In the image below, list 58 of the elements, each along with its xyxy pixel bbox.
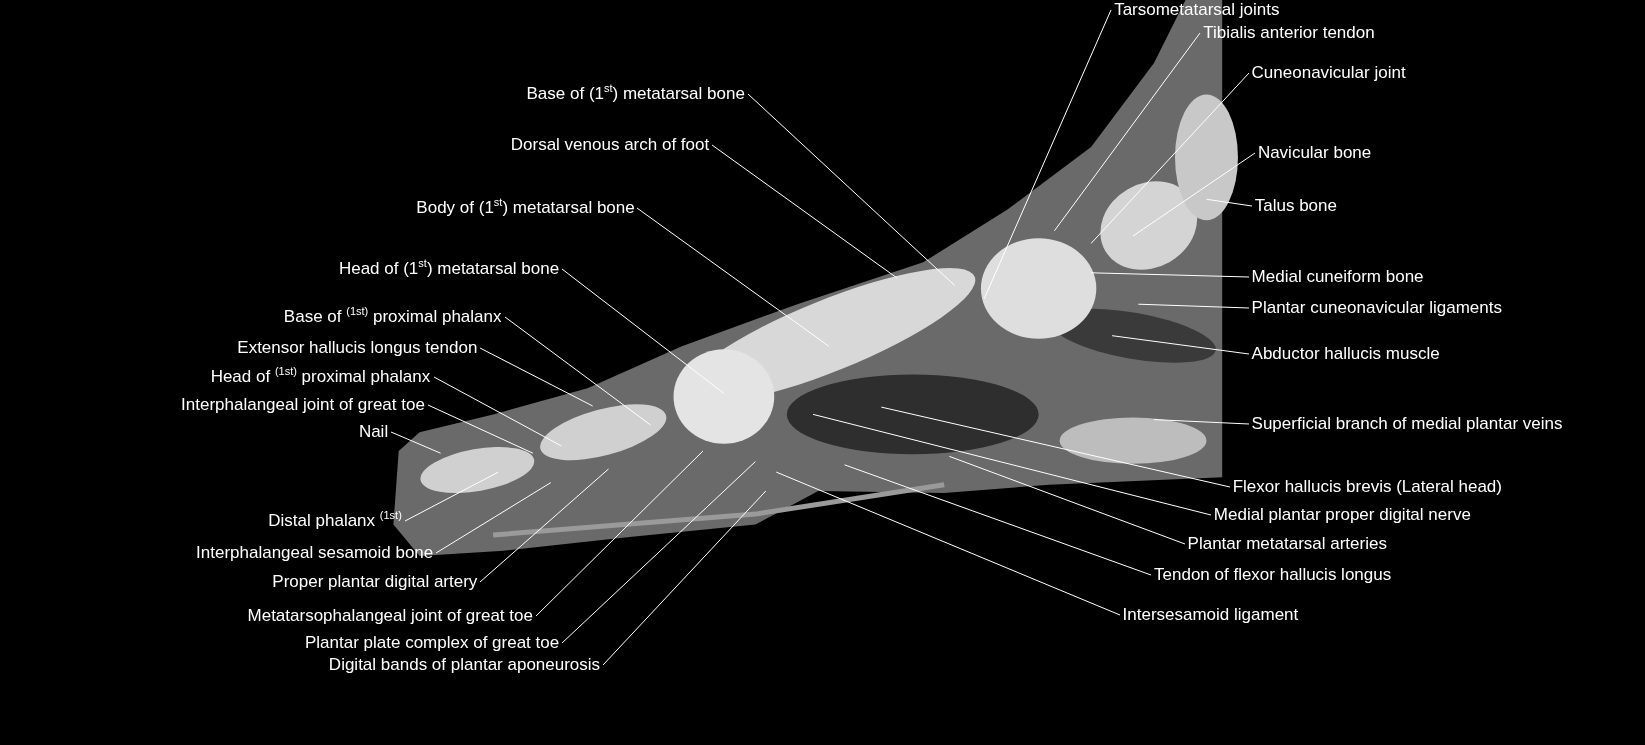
leader-line bbox=[948, 455, 1186, 545]
callout-label: Tarsometatarsal joints bbox=[1114, 0, 1280, 21]
callout-label: Base of $^{(1st)}$ proximal phalanx bbox=[283, 306, 502, 327]
leader-line bbox=[636, 207, 830, 347]
callout-label: Head of $^{(1st)}$ proximal phalanx bbox=[210, 366, 431, 387]
callout-label: Interphalangeal joint of great toe bbox=[181, 394, 425, 415]
leader-line bbox=[711, 144, 898, 279]
leader-line bbox=[479, 468, 609, 583]
leader-line bbox=[433, 376, 562, 447]
leader-line bbox=[775, 471, 1121, 616]
leader-line bbox=[1090, 272, 1250, 278]
leader-line bbox=[1153, 419, 1250, 425]
callout-label: Dorsal venous arch of foot bbox=[510, 134, 710, 155]
callout-label: Distal phalanx $^{(1st)}$ bbox=[268, 511, 402, 532]
callout-label: Plantar metatarsal arteries bbox=[1187, 534, 1387, 555]
leader-line bbox=[1111, 335, 1250, 355]
callout-label: Plantar cuneonavicular ligaments bbox=[1251, 298, 1502, 319]
leader-line bbox=[880, 406, 1231, 488]
leader-line bbox=[1132, 152, 1256, 237]
callout-label: Tendon of flexor hallucis longus bbox=[1154, 564, 1392, 585]
leader-line bbox=[479, 347, 594, 407]
callout-label: Extensor hallucis longus tendon bbox=[237, 338, 478, 359]
leader-line bbox=[504, 316, 651, 426]
leader-line bbox=[844, 464, 1152, 576]
callout-label: Cuneonavicular joint bbox=[1251, 63, 1406, 84]
leader-line bbox=[983, 9, 1112, 300]
leader-line bbox=[435, 482, 552, 554]
callout-label: Metatarsophalangeal joint of great toe bbox=[247, 605, 533, 626]
callout-label: Flexor hallucis brevis (Lateral head) bbox=[1232, 476, 1502, 497]
callout-label: Nail bbox=[358, 422, 389, 443]
callout-label: Plantar plate complex of great toe bbox=[305, 633, 560, 654]
callout-label: Proper plantar digital artery bbox=[272, 572, 478, 593]
callout-label: Digital bands of plantar aponeurosis bbox=[328, 655, 601, 676]
leader-line bbox=[1090, 72, 1250, 244]
callout-label: Intersesamoid ligament bbox=[1122, 604, 1299, 625]
callout-label: Head of (1$^{st}$) metatarsal bone bbox=[338, 258, 560, 279]
callout-label: Base of (1$^{st}$) metatarsal bone bbox=[526, 84, 745, 105]
callout-label: Navicular bone bbox=[1257, 143, 1372, 164]
leader-line bbox=[1206, 198, 1253, 207]
leader-line bbox=[404, 471, 499, 522]
leader-line bbox=[561, 268, 725, 394]
callout-label: Talus bone bbox=[1254, 195, 1337, 216]
leader-line bbox=[747, 93, 956, 286]
leader-line bbox=[1053, 32, 1201, 232]
leader-line bbox=[1137, 303, 1250, 309]
leader-line bbox=[602, 490, 767, 666]
leader-line bbox=[535, 450, 704, 617]
leader-line bbox=[427, 404, 534, 454]
callout-label: Medial plantar proper digital nerve bbox=[1213, 505, 1471, 526]
callout-label: Abductor hallucis muscle bbox=[1251, 343, 1440, 364]
callout-label: Body of (1$^{st}$) metatarsal bone bbox=[416, 197, 635, 218]
callout-label: Superficial branch of medial plantar veins bbox=[1251, 413, 1563, 434]
leader-line bbox=[390, 431, 442, 454]
leader-line bbox=[812, 413, 1212, 516]
callout-label: Medial cuneiform bone bbox=[1251, 266, 1424, 287]
callout-label: Tibialis anterior tendon bbox=[1203, 22, 1375, 43]
callout-label: Interphalangeal sesamoid bone bbox=[196, 542, 434, 563]
leader-line bbox=[561, 461, 756, 644]
